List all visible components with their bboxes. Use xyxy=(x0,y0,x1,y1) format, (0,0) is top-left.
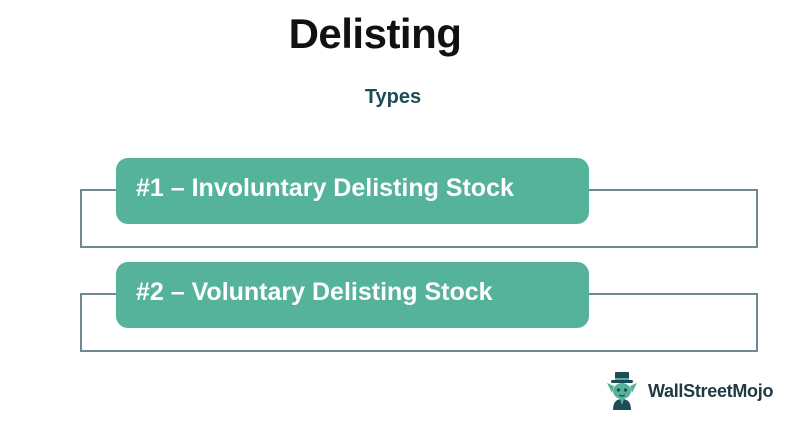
item-frame-2-top-left xyxy=(80,293,120,295)
diagram-subtitle: Types xyxy=(364,86,422,108)
item-frame-2 xyxy=(80,293,758,352)
item-frame-2-top-right xyxy=(585,293,758,295)
type-item-1: #1 – Involuntary Delisting Stock xyxy=(116,158,589,224)
item-frame-1 xyxy=(80,189,758,248)
brand-logo: WallStreetMojo xyxy=(604,371,773,411)
wallstreetmojo-mascot-icon xyxy=(607,372,637,410)
brand-name: WallStreetMojo xyxy=(648,380,774,401)
type-item-2-label: #2 – Voluntary Delisting Stock xyxy=(136,277,493,306)
item-frame-1-top-right xyxy=(585,189,758,191)
diagram-title: Delisting xyxy=(288,10,462,57)
type-item-2: #2 – Voluntary Delisting Stock xyxy=(116,262,589,328)
item-frame-1-top-left xyxy=(80,189,120,191)
type-item-1-label: #1 – Involuntary Delisting Stock xyxy=(136,173,514,202)
